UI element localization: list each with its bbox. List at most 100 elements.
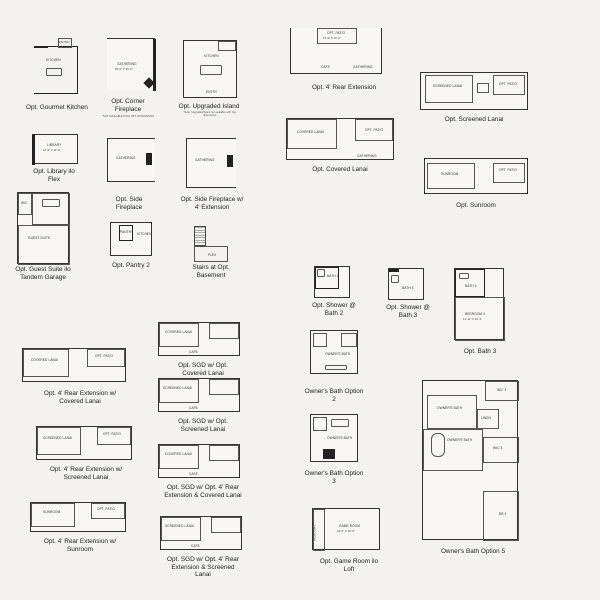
- pantry-room: [119, 225, 133, 241]
- game-room-dim: 16'-0" x 16'-6": [337, 530, 355, 533]
- sunroom-label: SUNROOM: [441, 172, 459, 176]
- ob2-vanity: [325, 365, 347, 370]
- owners-bath2-plan: OWNER'S BATH: [310, 330, 358, 374]
- ress-patio-label: OPT. PATIO: [97, 507, 116, 511]
- patio-label-4: OPT. PATIO: [499, 168, 518, 172]
- sgd-screened-plan: SCREENED LANAI CAFE: [158, 378, 240, 412]
- bedroom4-room: [455, 297, 505, 341]
- ress-sun-label: SUNROOM: [43, 510, 61, 514]
- library-plan: LIBRARY 10'-0" x 11'-2": [32, 134, 78, 165]
- library-dim: 10'-0" x 11'-2": [43, 149, 61, 152]
- ob5-br4: [483, 491, 519, 541]
- side-fireplace: [146, 153, 152, 165]
- upgraded-island: [200, 65, 222, 75]
- side-fireplace-2: [227, 155, 233, 167]
- caption-side-fireplace-ext: Opt. Side Fireplace w/ 4' Extension: [180, 196, 244, 211]
- sgdec-cafe-label: CAFE: [189, 472, 198, 476]
- sgds-cafe-label: CAFE: [189, 406, 198, 410]
- caption-guest-suite: Opt. Guest Suite ilo Tandem Garage: [15, 266, 71, 281]
- patio-label-2: OPT. PATIO: [365, 128, 384, 132]
- owners-bath3-plan: OWNER'S BATH: [310, 414, 358, 462]
- ob5-wic1: [483, 437, 519, 463]
- sgdc-lanai-label: COVERED LANAI: [165, 330, 193, 334]
- patio-label: OPT. PATIO: [327, 31, 346, 35]
- rear-ext-screened-plan: SCREENED LANAI OPT. PATIO: [36, 426, 132, 460]
- bath3-tub: [459, 273, 469, 279]
- owners-bath5-plan: WIC 2 OWNER'S BATH LINEN OWNER'S BATH WI…: [422, 380, 519, 541]
- ob5-tub: [431, 433, 445, 457]
- bedroom4-label: BEDROOM 4: [465, 312, 486, 316]
- guest-suite-plan: WIC GUEST SUITE: [17, 192, 70, 265]
- sgdec-lanai: [159, 445, 199, 469]
- caption-screened-lanai: Opt. Screened Lanai: [444, 116, 504, 123]
- screened-box: [425, 75, 473, 103]
- bath3-label: BATH 3: [402, 286, 414, 290]
- pantry2-plan: PANTRY KITCHEN: [110, 222, 152, 256]
- bath3-label-2: BATH 3: [465, 284, 477, 288]
- upgraded-island-plan: KITCHEN ENTRY: [183, 40, 237, 98]
- ob3-wall: [323, 449, 335, 459]
- gathering-dim: 15'-0" x 15'-6": [115, 68, 133, 71]
- ob5-bath-label: OWNER'S BATH: [437, 406, 463, 410]
- pad-box: [477, 83, 489, 93]
- bedroom2-strip: [313, 509, 325, 551]
- screened-lanai-label: SCREENED LANAI: [433, 84, 463, 88]
- game-room-plan: GAME ROOM 16'-0" x 16'-6" BEDROOM 2: [312, 508, 380, 551]
- caption-sgd-ext-screened: Opt. SGD w/ Opt. 4' Rear Extension & Scr…: [167, 556, 239, 578]
- caption-game-room: Opt. Game Room ilo Loft: [319, 558, 379, 573]
- kitchen-label: KITCHEN: [46, 58, 61, 62]
- guest-suite-label: GUEST SUITE: [28, 236, 51, 240]
- caption-sgd-screened: Opt. SGD w/ Opt. Screened Lanai: [178, 418, 228, 433]
- ress-sun: [31, 503, 75, 527]
- entry-label: ENTRY: [206, 90, 218, 94]
- library-label: LIBRARY: [47, 143, 62, 147]
- caption-sgd-covered: Opt. SGD w/ Opt. Covered Lanai: [178, 362, 228, 377]
- game-room-label: GAME ROOM: [339, 524, 361, 528]
- ob5-bath: [427, 395, 477, 429]
- shower-bath2-plan: BATH 2: [314, 266, 350, 298]
- sgds-lanai: [159, 379, 199, 403]
- bath2-room: [315, 267, 339, 289]
- sgdes-cafe-label: CAFE: [191, 544, 200, 548]
- caption-sunroom: Opt. Sunroom: [456, 202, 496, 209]
- patio-box: [317, 28, 357, 44]
- shower-bath3-plan: BATH 3: [388, 268, 424, 300]
- bath3-wall: [389, 269, 399, 272]
- cafe-label: CAFE: [321, 65, 330, 69]
- gathering-label-3: GATHERING: [195, 158, 215, 162]
- ob5-owners-label: OWNER'S BATH: [447, 438, 473, 442]
- pantry-box: [58, 38, 72, 48]
- patio-box-4: [493, 163, 525, 183]
- rear-ext-sunroom-plan: SUNROOM OPT. PATIO: [30, 502, 126, 532]
- patio-dim: 15'-0" x 10'-0": [323, 37, 341, 40]
- ress-patio: [91, 503, 125, 519]
- bath3-plan: BATH 3 BEDROOM 4 11'-11" x 10'-3": [454, 268, 505, 341]
- rec-patio-label: OPT. PATIO: [95, 354, 114, 358]
- ob3-label: OWNER'S BATH: [327, 436, 353, 440]
- note-corner-fireplace: *NOT AVAILABLE WITH OPT. EXTENSIONS: [102, 115, 154, 118]
- caption-owners-bath5: Owner's Bath Option 5: [440, 548, 506, 555]
- caption-bath3: Opt. Bath 3: [463, 348, 497, 355]
- res-patio-label: OPT. PATIO: [103, 432, 122, 436]
- tub-fixture: [42, 199, 60, 207]
- wall-right: [153, 39, 156, 91]
- kitchen-label-3: KITCHEN: [204, 54, 219, 58]
- note-upgraded-island: *Note: Upgraded Island not available wit…: [183, 111, 237, 117]
- sgd-ext-screened-plan: SCREENED LANAI CAFE: [160, 516, 242, 550]
- gourmet-kitchen-plan: KITCHEN PANTRY: [28, 38, 80, 98]
- wic-room: [18, 193, 32, 215]
- corner-fireplace-plan: GATHERING 15'-0" x 15'-6": [107, 38, 156, 91]
- ob5-linen: [477, 409, 499, 429]
- caption-shower-bath3: Opt. Shower @ Bath 3: [386, 304, 430, 319]
- gathering-label-2: GATHERING: [116, 156, 136, 160]
- bedroom4-dim: 11'-11" x 10'-3": [463, 318, 483, 321]
- ob5-br4-label: BR 4: [499, 512, 507, 516]
- rear-ext-covered-plan: COVERED LANAI OPT. PATIO: [22, 348, 126, 382]
- gathering-label-5: GATHERING: [357, 154, 377, 158]
- caption-owners-bath2: Owner's Bath Option 2: [304, 388, 364, 403]
- sgdc-lanai: [159, 323, 199, 347]
- rec-patio: [87, 349, 125, 367]
- caption-library: Opt. Library ilo Flex: [33, 168, 75, 183]
- rec-lanai: [23, 349, 69, 377]
- pantry-box-2: [218, 41, 236, 51]
